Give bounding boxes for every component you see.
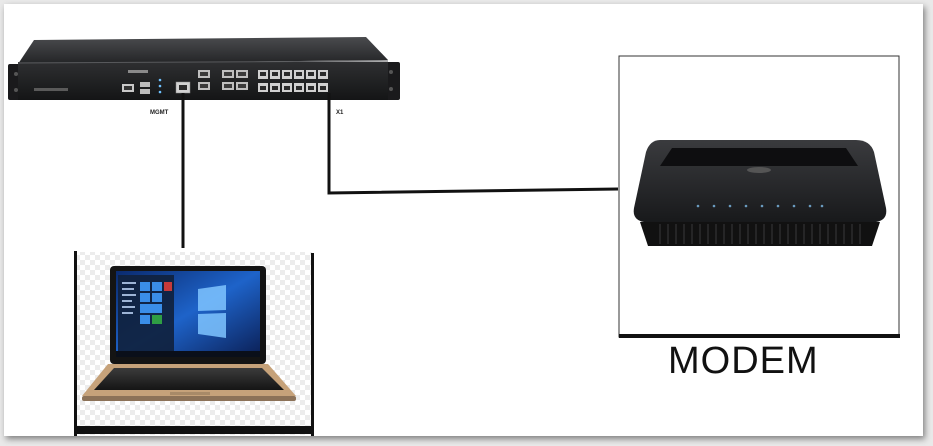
laptop-icon bbox=[74, 251, 314, 436]
firewall-appliance-icon bbox=[8, 37, 400, 100]
modem-label: MODEM bbox=[668, 340, 819, 382]
x1-port-label: X1 bbox=[336, 110, 344, 116]
mgmt-port-label: MGMT bbox=[150, 110, 169, 116]
x1-to-modem-cable bbox=[327, 93, 619, 195]
modem-router-icon bbox=[633, 140, 887, 246]
